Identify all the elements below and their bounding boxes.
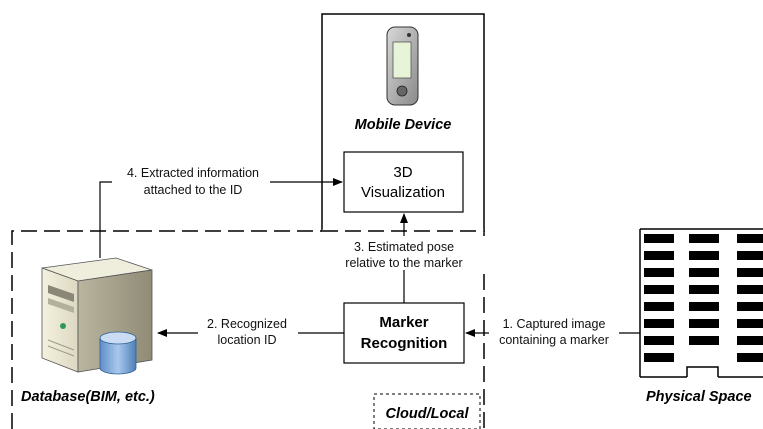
cloud-local-label-box	[373, 393, 481, 429]
database-label: Database(BIM, etc.)	[21, 389, 155, 405]
3d-visualization-box	[343, 151, 464, 213]
edge-extracted-label-line1: 4. Extracted information	[127, 166, 259, 180]
physical-space-building-icon	[639, 228, 763, 378]
edge-recognized-label-line2: location ID	[217, 333, 276, 347]
marker-recognition-label-line1: Marker	[379, 314, 428, 331]
cloud-local-region	[11, 230, 485, 429]
edge-captured-label-line1: 1. Captured image	[503, 317, 606, 331]
visualization-label-line2: Visualization	[361, 184, 445, 201]
mobile-phone-icon	[386, 26, 419, 106]
physical-space-label: Physical Space	[646, 389, 752, 405]
edge-estimated-label-line2: relative to the marker	[345, 256, 462, 270]
marker-recognition-label-line2: Recognition	[361, 335, 448, 352]
mobile-device-label: Mobile Device	[355, 117, 452, 133]
marker-recognition-box	[343, 302, 465, 364]
edge-estimated-label-line1: 3. Estimated pose	[354, 240, 454, 254]
edge-captured-label-line2: containing a marker	[499, 333, 609, 347]
cloud-local-label: Cloud/Local	[386, 406, 470, 422]
visualization-label-line1: 3D	[393, 164, 412, 181]
database-server-icon	[41, 257, 153, 375]
edge-extracted-label-line2: attached to the ID	[144, 183, 243, 197]
edge-recognized-label-line1: 2. Recognized	[207, 317, 287, 331]
